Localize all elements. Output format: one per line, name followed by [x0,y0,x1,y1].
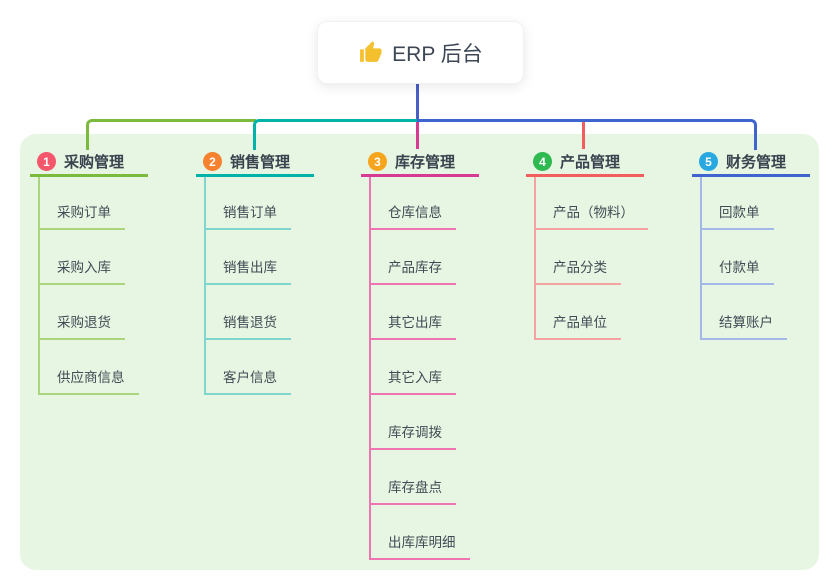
child-node[interactable]: 其它出库 [369,311,456,340]
trunk-segment-left [86,119,256,150]
branch-node-4[interactable]: 4 产品管理 [526,149,644,177]
child-node[interactable]: 付款单 [700,256,774,285]
child-node[interactable]: 采购退货 [38,311,125,340]
child-node[interactable]: 其它入库 [369,366,456,395]
branch-node-2[interactable]: 2 销售管理 [196,149,314,177]
root-title: ERP 后台 [392,42,483,66]
branch-badge: 2 [203,152,222,171]
child-node[interactable]: 库存盘点 [369,476,456,505]
root-node[interactable]: ERP 后台 [317,21,524,84]
branch-label: 销售管理 [230,154,291,171]
trunk-segment-mid [253,119,420,150]
child-node[interactable]: 结算账户 [700,311,787,340]
branch-label: 采购管理 [64,154,125,171]
child-node[interactable]: 采购订单 [38,201,125,230]
branches-panel [20,134,819,570]
child-node[interactable]: 回款单 [700,201,774,230]
branch-node-1[interactable]: 1 采购管理 [30,149,148,177]
branch-label: 库存管理 [395,154,456,171]
child-node[interactable]: 仓库信息 [369,201,456,230]
thumbs-up-icon [360,41,382,62]
branch-node-3[interactable]: 3 库存管理 [361,149,479,177]
child-rail-line [534,177,536,340]
branch-badge: 4 [533,152,552,171]
root-connector-line [416,82,419,121]
child-node[interactable]: 销售出库 [204,256,291,285]
child-rail-line [369,177,371,560]
branch-badge: 3 [368,152,387,171]
branch-node-5[interactable]: 5 财务管理 [692,149,810,177]
trunk-segment-right [417,119,757,150]
child-node[interactable]: 库存调拨 [369,421,456,450]
child-node[interactable]: 销售订单 [204,201,291,230]
child-node[interactable]: 供应商信息 [38,366,139,395]
branch-drop-line [582,122,585,149]
child-rail-line [38,177,40,395]
branch-badge: 1 [37,152,56,171]
child-node[interactable]: 采购入库 [38,256,125,285]
branch-badge: 5 [699,152,718,171]
child-node[interactable]: 出库库明细 [369,531,470,560]
branch-label: 财务管理 [726,154,787,171]
child-rail-line [700,177,702,340]
child-node[interactable]: 产品分类 [534,256,621,285]
child-node[interactable]: 产品库存 [369,256,456,285]
child-node[interactable]: 客户信息 [204,366,291,395]
branch-drop-line [416,122,419,149]
child-rail-line [204,177,206,395]
child-node[interactable]: 产品（物料） [534,201,648,230]
branch-label: 产品管理 [560,154,621,171]
child-node[interactable]: 产品单位 [534,311,621,340]
child-node[interactable]: 销售退货 [204,311,291,340]
